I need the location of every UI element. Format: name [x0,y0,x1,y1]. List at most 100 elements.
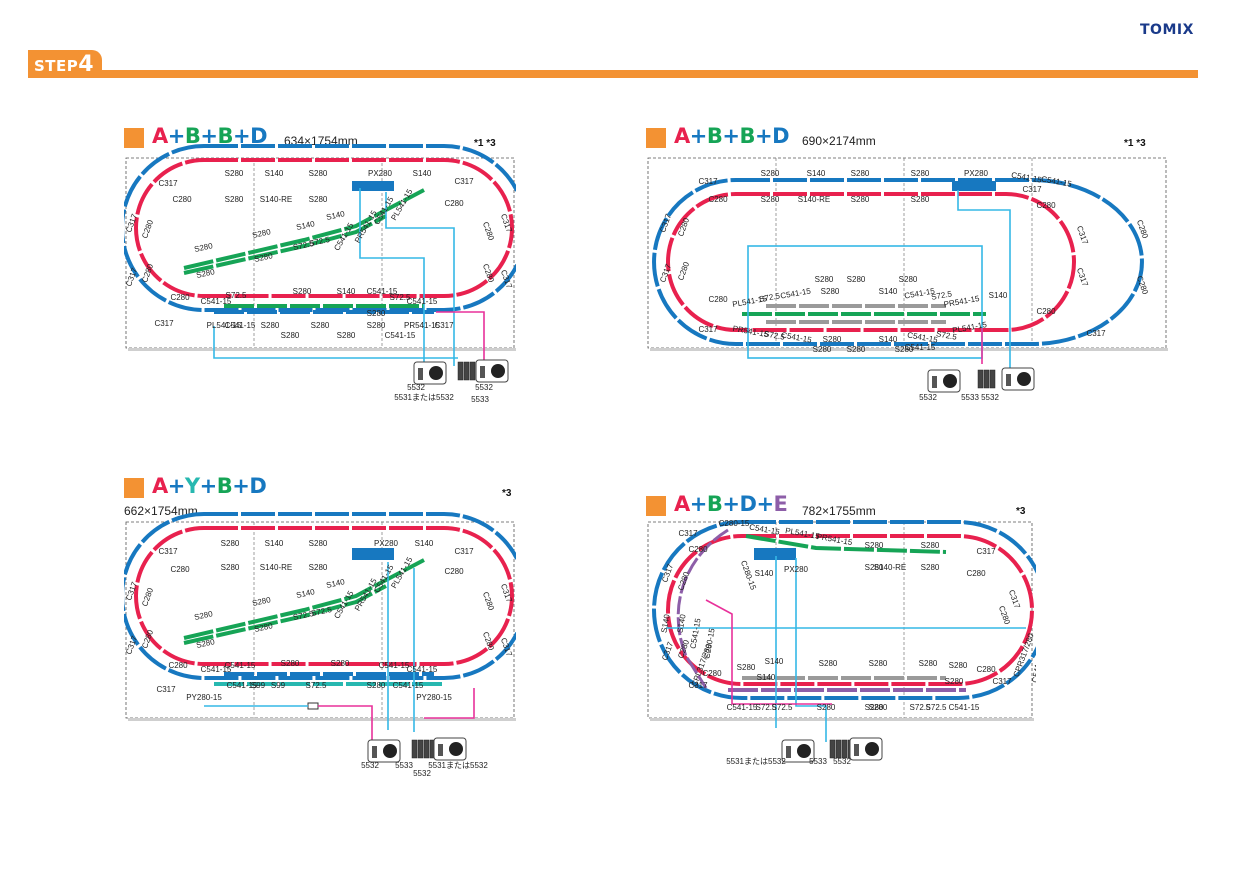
track-label: S280 [251,227,272,240]
header-marker [646,496,666,516]
track-label: S280 [253,251,274,264]
track-label: S140 [755,569,774,578]
track-label: S140 [325,209,346,222]
switch-icon [854,744,859,756]
track-label: C541-15 [367,287,398,296]
track-label: S280 [851,195,870,204]
track-label: C280 [172,195,192,204]
track-label: C541-15 [372,195,395,227]
set-letter-A: A [152,474,168,498]
controller-label: 5532 [475,383,493,392]
track-label: S280 [221,539,240,548]
track-label: C280 [140,218,155,240]
track-label: S280 [193,241,214,254]
track-label: C541-15 [393,681,424,690]
plus-sign: + [689,492,708,516]
step-divider [28,70,1198,78]
track-label: S280 [253,621,274,634]
track-label: C280 [481,591,496,613]
track-label: S280 [851,169,870,178]
turnout-switch-icon [989,369,996,389]
turnout-switch-icon [463,361,470,381]
plus-sign: + [755,124,773,148]
switch-icon [1006,374,1011,386]
track-label: C280 [140,586,155,608]
plus-sign: + [722,492,740,516]
controller-label: 5532 [361,761,379,770]
track-label: S280 [761,195,780,204]
baseboard-shadow [650,718,1034,721]
track-label: S280 [251,595,272,608]
track-label: C317 [976,547,996,556]
track-label: S280 [865,541,884,550]
track-label: S280 [869,703,888,712]
layout-formula: A+Y+B+D [152,474,267,498]
track-label: C280 [1036,307,1056,316]
track-label: C280 [997,605,1012,627]
speed-knob-icon [449,742,463,756]
track-label: S280 [921,541,940,550]
track-label: S72.5 [292,239,315,252]
turnout-switch-icon [469,361,476,381]
plus-sign: + [167,124,186,148]
track-label: S72.5 [310,605,333,618]
track-label: PX280 [784,565,809,574]
controller-label: 5531または5532 [428,761,488,770]
controller-label: 5533 [809,757,827,766]
speed-knob-icon [491,364,505,378]
track-label: S280 [293,287,312,296]
track-label: S140 [757,673,776,682]
track-label: C317 [1022,185,1042,194]
crossing-piece [352,181,394,191]
crossing-piece [352,548,394,560]
track-label: C541-15 [688,617,702,649]
track-label: S280 [823,335,842,344]
track-label: C280 [481,221,496,243]
switch-icon [372,746,377,758]
track-label: C280 [708,295,728,304]
feeder-wire [424,688,475,719]
track-label: S280 [225,195,244,204]
turnout-switch-icon [411,739,418,759]
controller-label: 5532 [407,383,425,392]
diagonal-track [183,584,387,645]
outer-track [676,528,729,689]
track-label: S72.5 [935,329,958,342]
set-letter-D: D [250,124,268,148]
track-label: C280 [170,293,190,302]
track-label: S280 [261,321,280,330]
track-label: C541-15 [949,703,980,712]
speed-knob-icon [383,744,397,758]
track-label: PY280-15 [186,693,222,702]
track-label: S280 [945,677,964,686]
step-heading: STEP4 [34,52,94,77]
branch-track [745,534,947,554]
track-label: PX280 [964,169,989,178]
track-label: C317 [154,319,174,328]
track-label: S280 [311,321,330,330]
track-label: S140 [765,657,784,666]
track-label: S140-RE [874,563,906,572]
track-label: PR541-15 [404,321,441,330]
set-letter-B: B [706,124,723,148]
layout-notes: *1 *3 [1124,138,1146,149]
crossing-piece [952,181,996,191]
track-label: C541-15 [227,681,258,690]
turnout-switch-icon [829,739,836,759]
track-label: C541-15 [201,297,232,306]
header-marker [646,128,666,148]
track-label: C541-15 [407,665,438,674]
loop-track [666,192,1076,332]
set-letter-A: A [674,124,690,148]
track-label: PX280 [368,169,393,178]
track-label: C317 [698,325,718,334]
track-label: S280 [195,267,216,280]
track-label: S280 [813,345,832,354]
track-label: C317 [992,677,1012,686]
track-label: S280 [309,563,328,572]
track-label: S72.5 [292,609,315,622]
